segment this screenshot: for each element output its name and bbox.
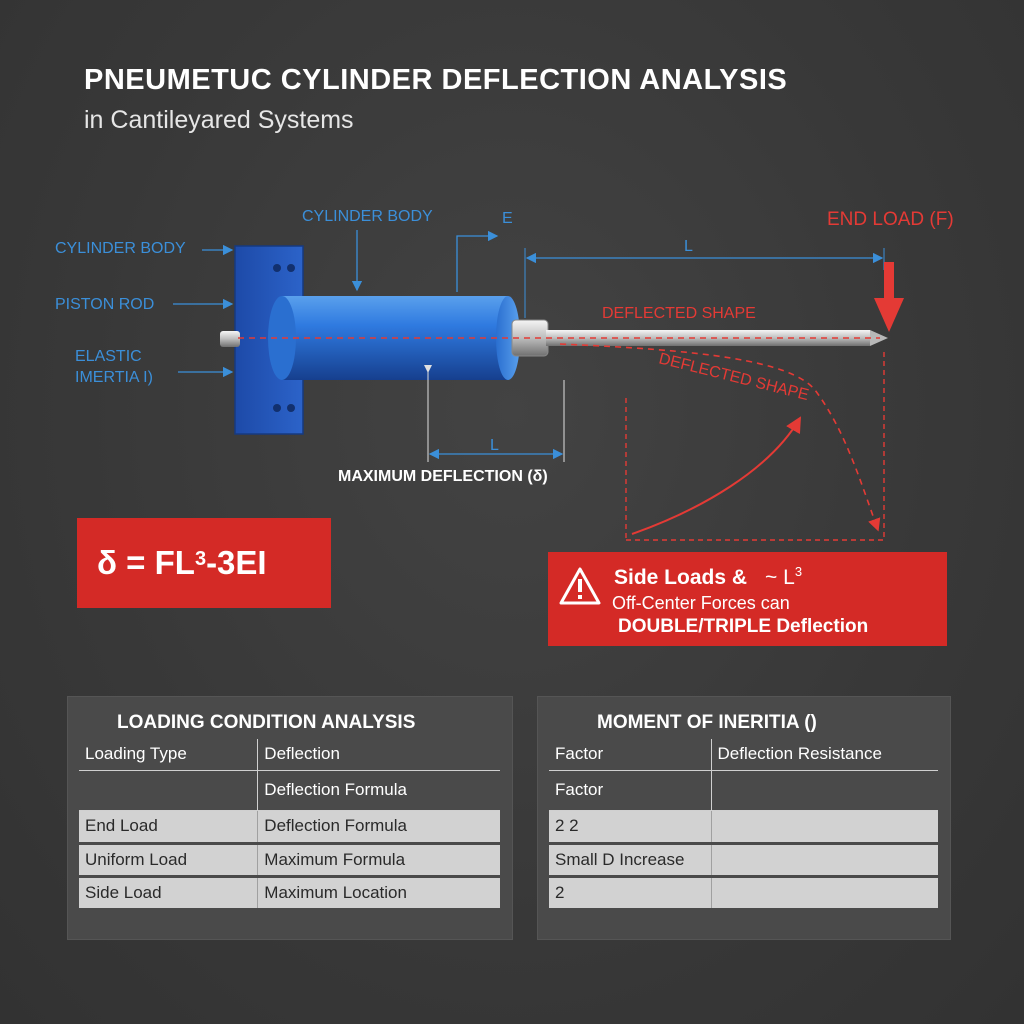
column-header: Deflection <box>257 739 500 771</box>
table-row: Side Load Maximum Location <box>79 876 500 911</box>
table-row: Small D Increase <box>549 843 938 878</box>
label-elastic-line1: ELASTIC <box>75 348 142 365</box>
warning-line1-text: Side Loads & <box>614 566 748 589</box>
bolt-hole-icon <box>287 404 295 412</box>
warning-line3: DOUBLE/TRIPLE Deflection <box>618 616 869 637</box>
table-row: 2 2 <box>549 810 938 845</box>
table-cell: 2 <box>549 876 711 911</box>
cantilever-diagram: CYLINDER BODY PISTON ROD ELASTIC IMERTIA… <box>55 208 954 541</box>
warning-line2: Off-Center Forces can <box>612 593 790 613</box>
table-cell: Small D Increase <box>549 843 711 878</box>
label-deflected-shape-1: DEFLECTED SHAPE <box>602 305 756 322</box>
label-end-load: END LOAD (F) <box>827 209 954 230</box>
label-cylinder-body-left: CYLINDER BODY <box>55 240 186 257</box>
piston-rod <box>546 330 870 346</box>
leader-e <box>456 230 499 292</box>
moment-of-inertia-panel: MOMENT OF INERITIA () Factor Deflection … <box>537 696 951 940</box>
table-cell: Maximum Location <box>257 876 500 911</box>
bolt-hole-icon <box>273 404 281 412</box>
warning-exponent: 3 <box>794 564 803 579</box>
column-header: Deflection Resistance <box>710 739 938 771</box>
table-row: Uniform Load Maximum Formula <box>79 843 500 878</box>
cylinder-front-cap <box>496 296 520 380</box>
table-cell: Side Load <box>79 876 258 911</box>
loading-panel-title: LOADING CONDITION ANALYSIS <box>117 712 416 733</box>
table-cell: Uniform Load <box>79 843 258 878</box>
table-subrow: Factor <box>549 770 938 811</box>
table-cell: End Load <box>79 810 258 845</box>
table-subrow: Deflection Formula <box>79 770 500 811</box>
label-cylinder-body-top: CYLINDER BODY <box>302 208 433 225</box>
table-row: End Load Deflection Formula <box>79 810 500 845</box>
warning-tilde-text: ~ L <box>765 566 795 589</box>
table-cell: Maximum Formula <box>257 843 500 878</box>
end-load-arrow-icon <box>874 298 904 332</box>
table-cell <box>79 770 258 811</box>
table-cell <box>710 876 938 911</box>
table-cell: Deflection Formula <box>257 810 500 845</box>
formula-exponent: 3 <box>194 547 207 570</box>
table-cell <box>710 770 938 811</box>
warning-proportional: ~ L3 <box>765 564 803 589</box>
moment-of-inertia-table: Factor Deflection Resistance Factor 2 2 … <box>549 739 938 911</box>
table-header-row: Loading Type Deflection <box>79 739 500 771</box>
deflected-curve <box>559 343 881 532</box>
table-row: 2 <box>549 876 938 911</box>
label-l-top: L <box>684 238 693 255</box>
label-max-deflection: MAXIMUM DEFLECTION (δ) <box>338 468 548 485</box>
bolt-hole-icon <box>287 264 295 272</box>
warning-line1: Side Loads & ~ L3 <box>614 564 802 590</box>
table-cell <box>710 843 938 878</box>
label-elastic-line2: IMERTIA I) <box>75 369 153 386</box>
formula-main: δ = FL <box>97 544 195 581</box>
page-title: PNEUMETUC CYLINDER DEFLECTION ANALYSIS <box>84 64 788 96</box>
loading-condition-panel: LOADING CONDITION ANALYSIS Loading Type … <box>67 696 513 940</box>
page-subtitle: in Cantileyared Systems <box>84 106 354 134</box>
table-cell: Deflection Formula <box>257 770 500 811</box>
table-cell: Factor <box>549 770 711 811</box>
inertia-panel-title: MOMENT OF INERITIA () <box>597 712 817 733</box>
deflection-growth-arrow <box>631 416 802 535</box>
table-cell: 2 2 <box>549 810 711 845</box>
label-e: E <box>502 210 513 227</box>
rear-rod-stub <box>220 331 240 347</box>
table-header-row: Factor Deflection Resistance <box>549 739 938 771</box>
formula-rest: -3EI <box>206 544 267 581</box>
loading-condition-table: Loading Type Deflection Deflection Formu… <box>79 739 500 911</box>
label-deflected-shape-2: DEFLECTED SHAPE <box>657 350 810 404</box>
bolt-hole-icon <box>273 264 281 272</box>
column-header: Factor <box>549 739 711 771</box>
column-header: Loading Type <box>79 739 258 771</box>
table-cell <box>710 810 938 845</box>
label-piston-rod: PISTON ROD <box>55 296 154 313</box>
side-load-warning: Side Loads & ~ L3 Off-Center Forces can D… <box>548 552 947 646</box>
end-load-arrow-shaft <box>884 262 894 300</box>
label-l-bottom: L <box>490 437 499 454</box>
warning-triangle-icon <box>559 567 601 605</box>
